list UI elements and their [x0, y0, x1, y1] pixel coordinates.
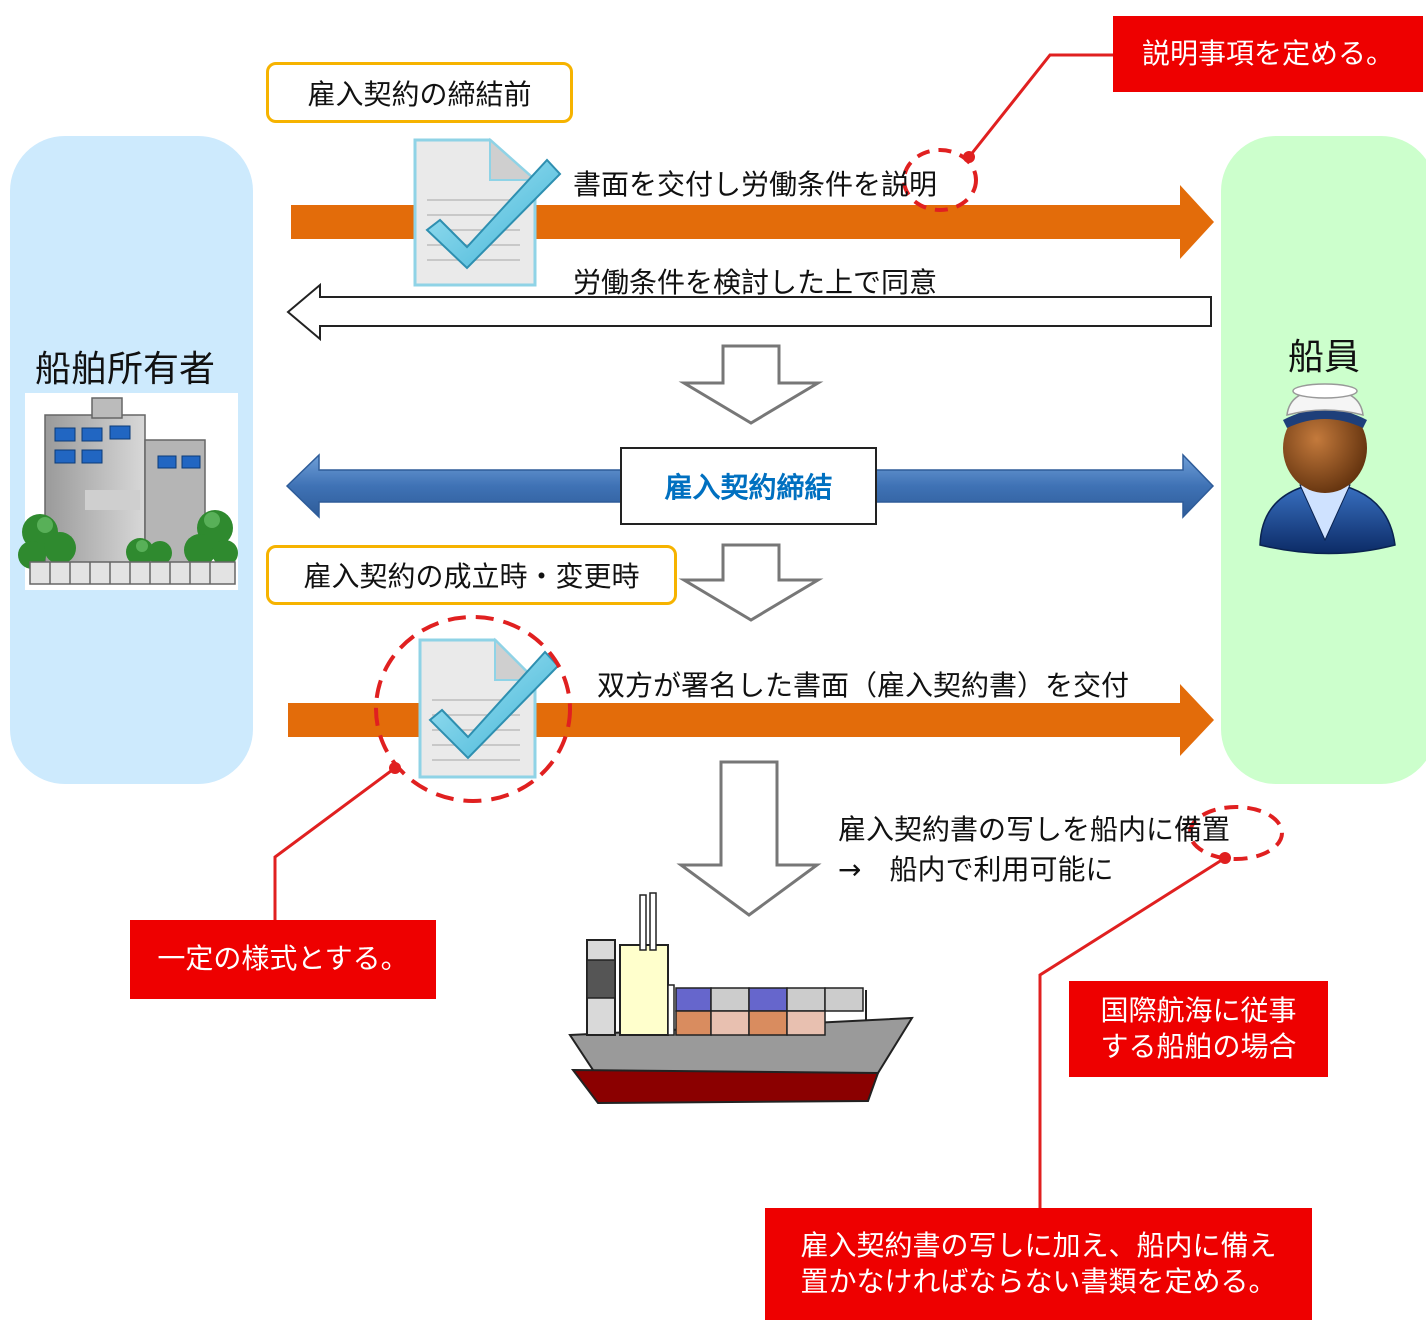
crew-title: 船員 [1288, 337, 1361, 378]
contract-center-box: 雇入契約締結 [620, 447, 877, 525]
document-check-icon [413, 137, 562, 287]
deliver-arrow [288, 684, 1214, 756]
note-documents: 雇入契約書の写しに加え、船内に備え 置かなければならない書類を定める。 [765, 1208, 1312, 1320]
keep-highlight-circle [1188, 805, 1284, 861]
owner-title: 船舶所有者 [35, 349, 216, 390]
down-arrow-3 [676, 760, 822, 917]
down-arrow-1 [678, 344, 824, 425]
document-highlight-circle [374, 615, 572, 803]
sailor-icon [1259, 383, 1396, 555]
container-ship-icon [568, 892, 914, 1105]
note-international: 国際航海に従事 する船舶の場合 [1069, 981, 1328, 1077]
note-explain: 説明事項を定める。 [1113, 16, 1423, 92]
consent-arrow-text: 労働条件を検討した上で同意 [573, 266, 938, 299]
building-icon [18, 393, 238, 590]
consent-arrow [286, 282, 1212, 342]
explain-arrow-text: 書面を交付し労働条件を説明 [573, 168, 938, 201]
explain-highlight-circle [902, 148, 978, 212]
format-connector [273, 766, 396, 920]
keep-text-line2: → 船内で利用可能に [838, 853, 1114, 886]
explain-arrow [291, 185, 1214, 259]
connector-dot [389, 762, 401, 774]
note-format: 一定の様式とする。 [130, 920, 436, 999]
keep-text-line1: 雇入契約書の写しを船内に備置 [838, 813, 1231, 846]
deliver-arrow-text: 双方が署名した書面（雇入契約書）を交付 [597, 669, 1130, 702]
down-arrow-2 [678, 543, 824, 622]
connector-dot [1219, 852, 1231, 864]
keep-connector [1038, 856, 1226, 1208]
document-check-icon [418, 637, 560, 779]
explain-connector [967, 53, 1113, 158]
before-contract-label: 雇入契約の締結前 [266, 62, 573, 123]
connector-dot [963, 151, 975, 163]
after-contract-label: 雇入契約の成立時・変更時 [266, 545, 677, 605]
